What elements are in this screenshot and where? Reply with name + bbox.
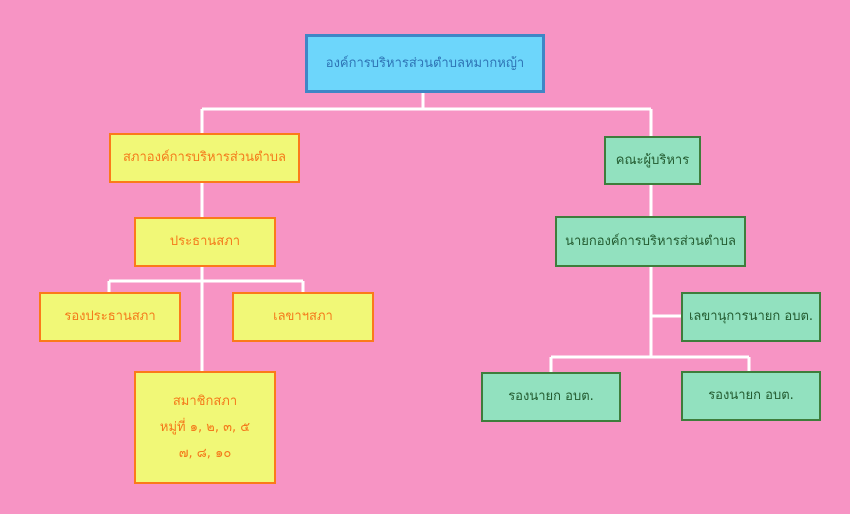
council-members-title: สมาชิกสภา [172,393,238,409]
council-vice-president-label: รองประธานสภา [64,309,156,325]
council-members-villages-line-2: ๗, ๘, ๑๐ [178,445,232,461]
mayor-label: นายกองค์การบริหารส่วนตำบล [565,233,736,249]
deputy-mayor-label-1: รองนายก อบต. [508,389,594,405]
executive-board-label: คณะผู้บริหาร [615,152,690,168]
mayor-node: นายกองค์การบริหารส่วนตำบล [555,216,746,267]
deputy-mayor-label-2: รองนายก อบต. [708,388,794,404]
executive-board-node: คณะผู้บริหาร [604,136,701,185]
council-node: สภาองค์การบริหารส่วนตำบล [109,133,300,183]
deputy-mayor-node-2: รองนายก อบต. [681,371,821,421]
mayor-secretary-node: เลขานุการนายก อบต. [681,292,821,342]
council-members-villages-line-1: หมู่ที่ ๑, ๒, ๓, ๕ [159,419,251,435]
council-vice-president-node: รองประธานสภา [39,292,181,342]
council-members-node: สมาชิกสภา หมู่ที่ ๑, ๒, ๓, ๕ ๗, ๘, ๑๐ [134,371,276,484]
org-node-label: องค์การบริหารส่วนตำบลหมากหญ้า [325,55,525,71]
council-secretary-label: เลขาฯสภา [273,309,333,325]
deputy-mayor-node-1: รองนายก อบต. [481,372,621,422]
council-node-label: สภาองค์การบริหารส่วนตำบล [123,150,286,166]
mayor-secretary-label: เลขานุการนายก อบต. [688,309,814,325]
org-node: องค์การบริหารส่วนตำบลหมากหญ้า [305,34,545,93]
council-president-label: ประธานสภา [169,234,241,250]
council-president-node: ประธานสภา [134,217,276,267]
council-secretary-node: เลขาฯสภา [232,292,374,342]
